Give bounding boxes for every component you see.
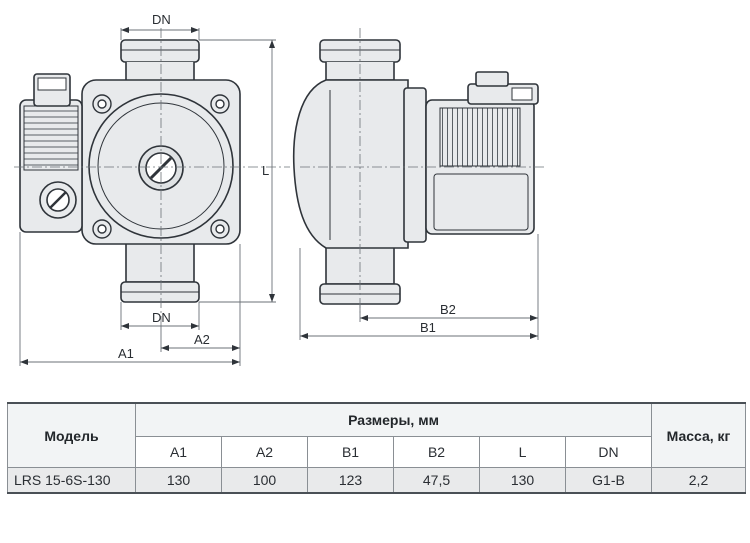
bottom-inlet [120, 236, 200, 303]
column-header-dn: DN [565, 436, 652, 468]
column-header-l: L [479, 436, 566, 468]
top-outlet [120, 39, 200, 85]
column-header-a1: A1 [135, 436, 222, 468]
model-cell: LRS 15-6S-130 [7, 467, 136, 494]
side-centerlines [300, 28, 545, 316]
dim-label-a2: A2 [194, 332, 210, 347]
front-dim-arrows [20, 27, 275, 365]
mass-cell: 2,2 [651, 467, 746, 494]
side-dim-arrows [300, 315, 538, 339]
dim-label-a1: A1 [118, 346, 134, 361]
specs-table: Модель Размеры, мм Масса, кг A1 A2 B1 B2… [7, 402, 746, 494]
dim-label-dn-bottom: DN [152, 310, 171, 325]
value-cell-dn: G1-B [565, 467, 652, 494]
column-header-b1: B1 [307, 436, 394, 468]
side-view [292, 39, 539, 305]
side-dimensions [299, 234, 539, 340]
value-cell-a2: 100 [221, 467, 308, 494]
column-header-a2: A2 [221, 436, 308, 468]
value-cell-l: 130 [479, 467, 566, 494]
front-dimensions [19, 28, 276, 366]
column-header-b2: B2 [393, 436, 480, 468]
value-cell-b1: 123 [307, 467, 394, 494]
volute-body [292, 79, 409, 249]
model-header: Модель [7, 402, 136, 468]
front-view [19, 39, 241, 303]
dim-label-l: L [262, 163, 269, 178]
value-cell-b2: 47,5 [393, 467, 480, 494]
table-row: LRS 15-6S-130 130 100 123 47,5 130 G1-B … [7, 467, 746, 494]
mass-header: Масса, кг [651, 402, 746, 468]
front-centerlines [14, 28, 290, 326]
dimensions-header: Размеры, мм [135, 402, 652, 437]
terminal-box [19, 73, 83, 233]
corner-bolts [92, 94, 230, 239]
pump-drawing: DN DN A1 A2 L B2 B1 [14, 12, 545, 366]
dim-label-b1: B1 [420, 320, 436, 335]
value-cell-a1: 130 [135, 467, 222, 494]
dim-label-b2: B2 [440, 302, 456, 317]
dim-label-dn-top: DN [152, 12, 171, 27]
